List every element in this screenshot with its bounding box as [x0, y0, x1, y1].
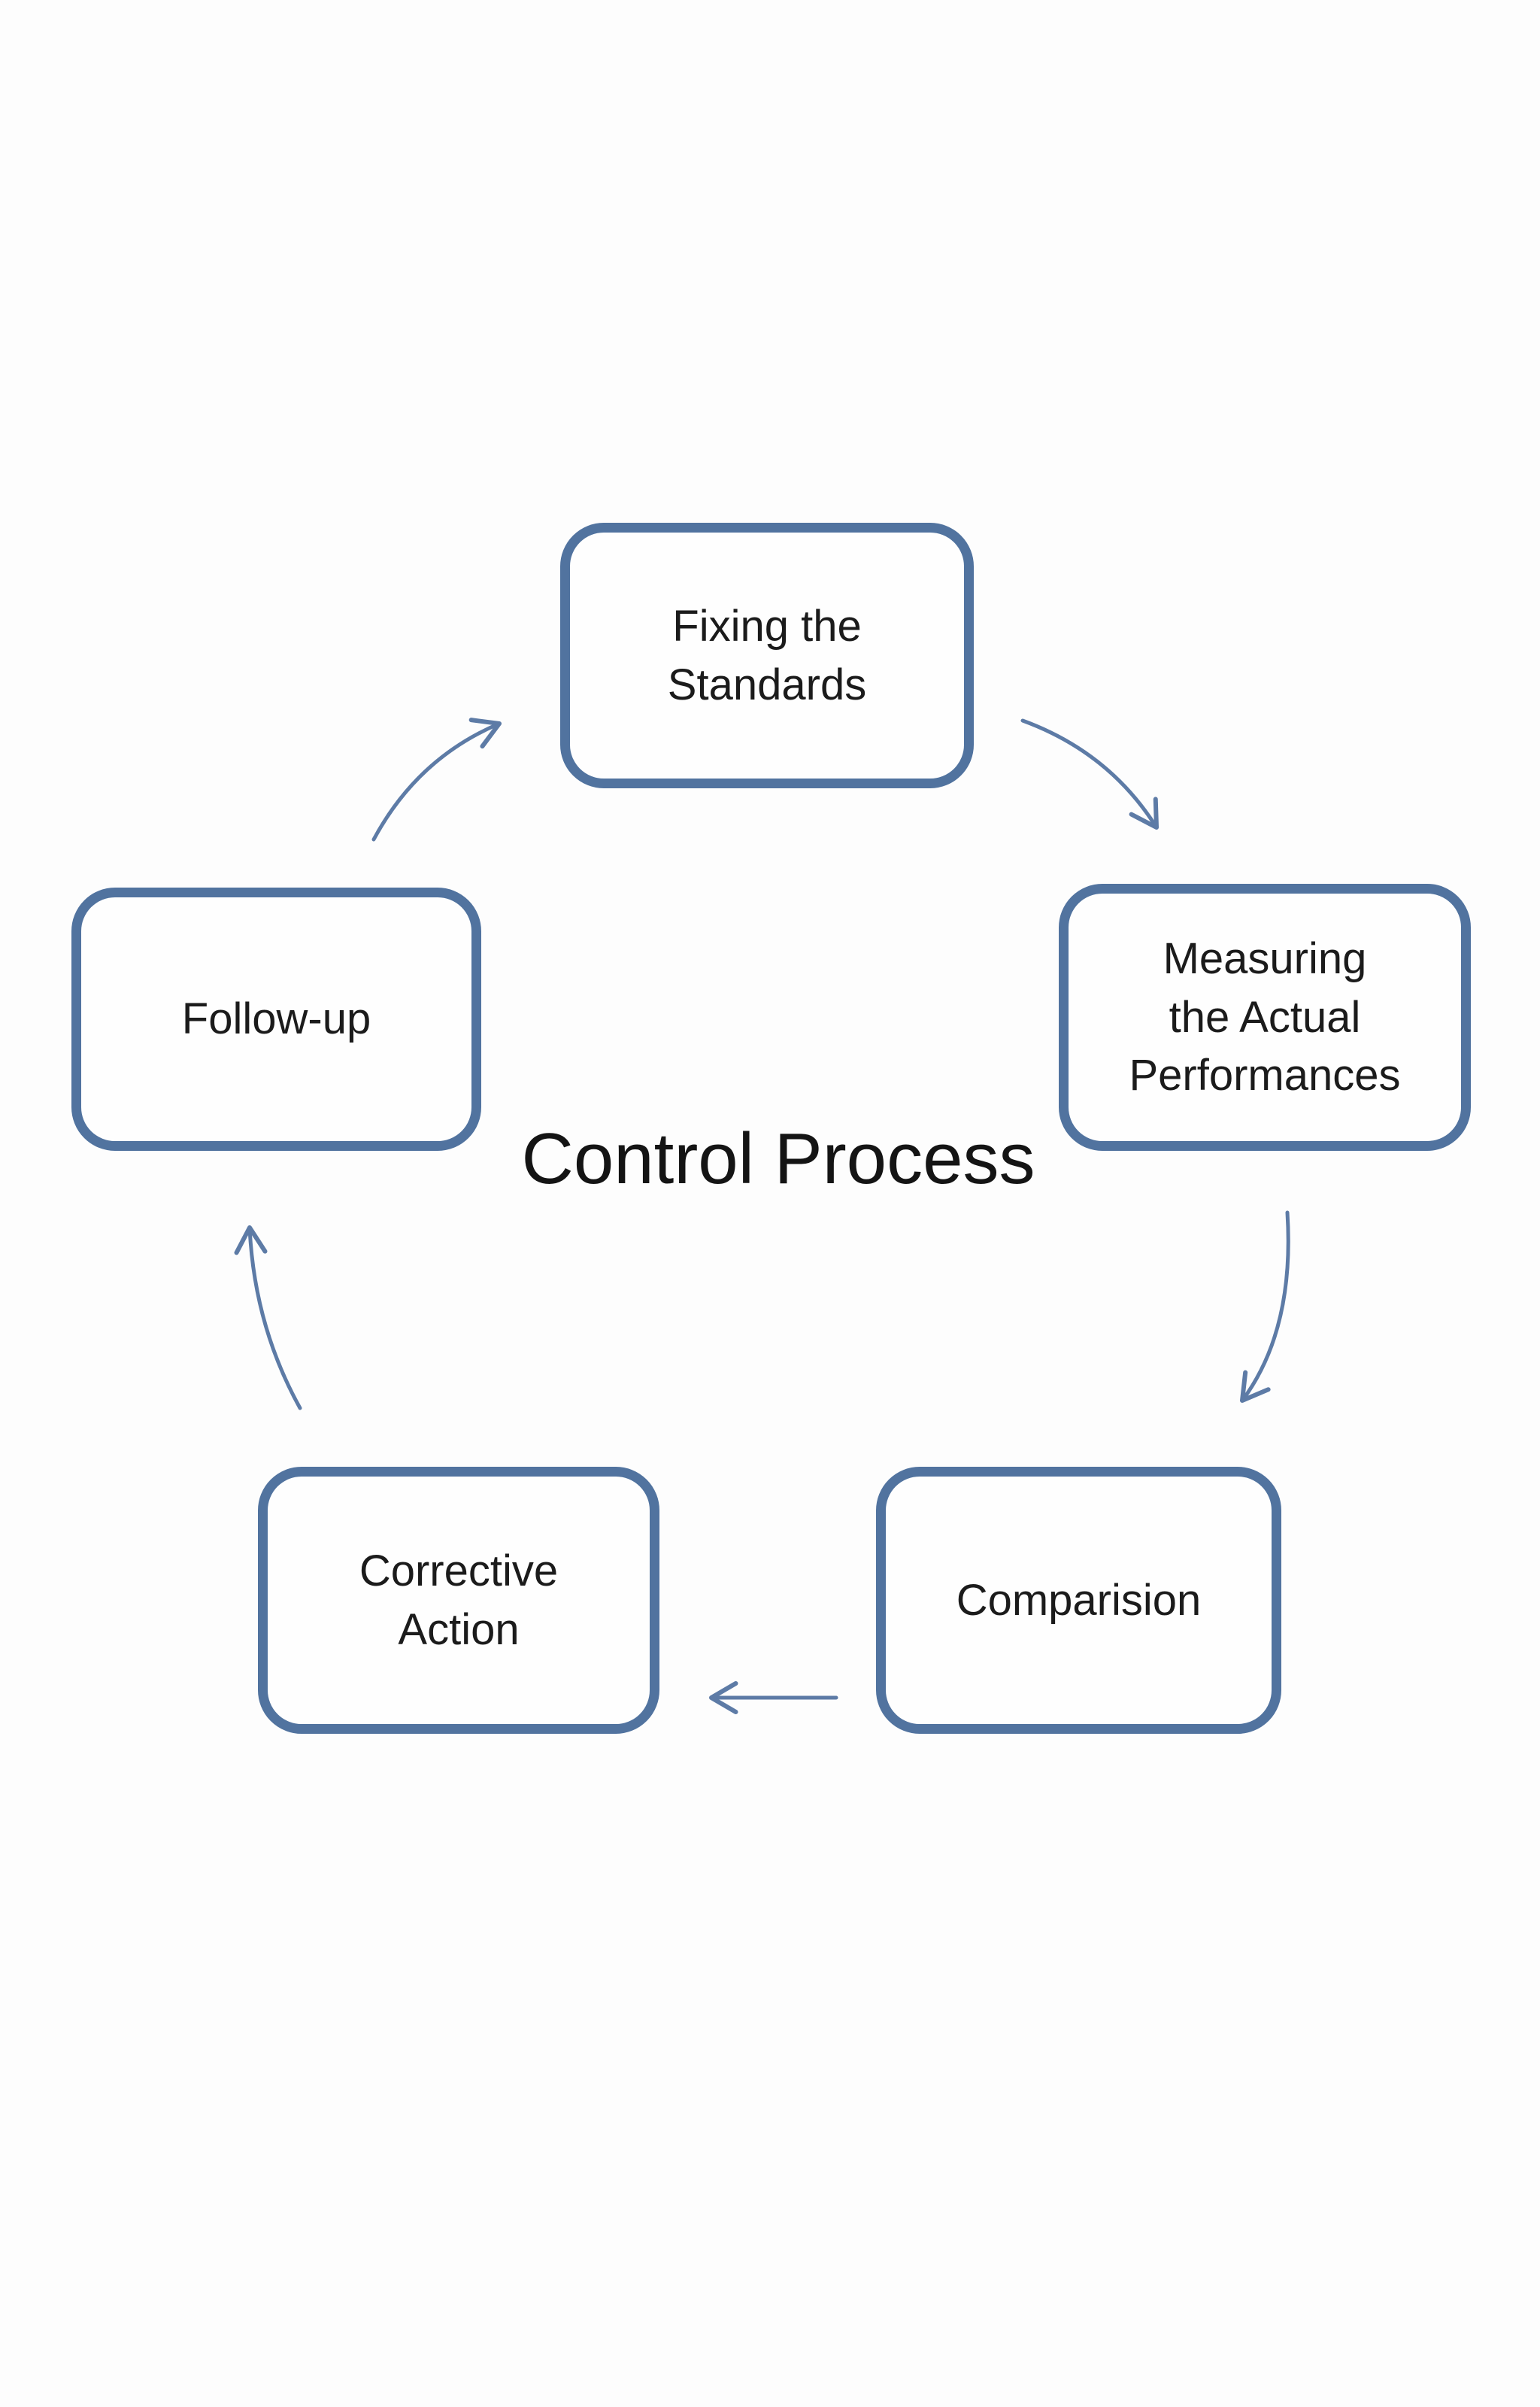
arrow-followup-to-fixing	[371, 718, 502, 842]
node-corrective-action: Corrective Action	[258, 1467, 659, 1734]
node-measuring-the-actual-performances-label: Measuring the Actual Performances	[1129, 933, 1401, 1100]
node-comparision: Comparision	[876, 1467, 1281, 1734]
node-comparision-label: Comparision	[956, 1575, 1202, 1625]
node-fixing-the-standards: Fixing the Standards	[560, 523, 974, 788]
diagram-title: Control Process	[521, 1119, 1035, 1199]
arrow-measuring-to-comparision	[1240, 1210, 1290, 1403]
node-follow-up-label: Follow-up	[181, 994, 371, 1044]
arrow-fixing-to-measuring	[1020, 718, 1159, 830]
node-follow-up: Follow-up	[71, 888, 481, 1151]
node-fixing-the-standards-label: Fixing the Standards	[667, 601, 867, 709]
node-corrective-action-label: Corrective Action	[359, 1546, 559, 1654]
arrow-corrective-to-followup	[234, 1225, 302, 1410]
node-measuring-the-actual-performances: Measuring the Actual Performances	[1059, 884, 1471, 1151]
